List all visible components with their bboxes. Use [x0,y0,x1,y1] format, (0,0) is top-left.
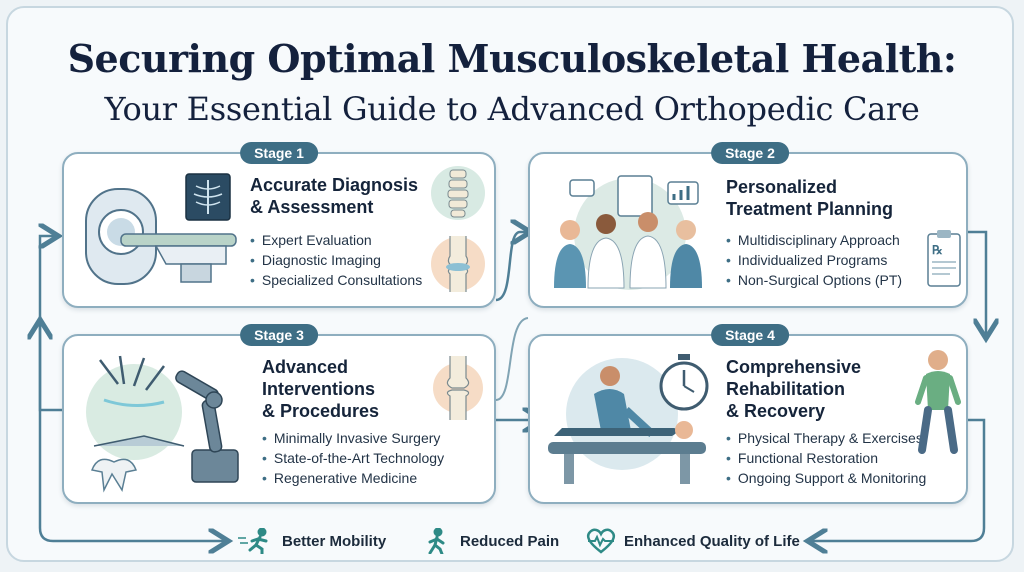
arrow-stage1-to-stage2 [495,232,528,302]
outcome-label: Better Mobility [282,532,387,550]
stage-4-title: Comprehensive Rehabilitation & Recovery [726,357,862,421]
prescription-clipboard-icon: ℞ [927,230,961,287]
medical-team-icon [554,175,702,290]
stage-2-title: Personalized Treatment Planning [726,177,894,219]
stage-4-card: Stage 4 Comprehensive Rehabilitation & R… [528,324,968,504]
stage-2-bullet: Non-Surgical Options (PT) [726,270,902,290]
surgical-robot-icon [86,355,239,493]
stage-3-bullets: Minimally Invasive Surgery State-of-the-… [262,428,444,488]
main-title: Securing Optimal Musculoskeletal Health: [67,36,957,81]
stage-3-badge: Stage 3 [240,324,318,346]
arrow-stage2-to-stage4 [968,230,986,336]
stage-2-bullets: Multidisciplinary Approach Individualize… [726,230,902,290]
stage-4-bullet: Physical Therapy & Exercises [726,428,926,448]
xray-icon [185,173,231,221]
stage-2-bullet: Individualized Programs [726,250,902,270]
arrow-to-outcomes-right [810,418,986,541]
physical-therapy-icon [548,358,706,484]
stage-3-bullet: State-of-the-Art Technology [262,448,444,468]
stage-3-title: Advanced Interventions & Procedures [262,357,380,421]
stage-3-card: Stage 3 Advanced Interventions & Procedu… [62,324,496,504]
stage-3-bullet: Regenerative Medicine [262,468,444,488]
stage-1-badge: Stage 1 [240,142,318,164]
stage-4-badge: Stage 4 [711,324,789,346]
stopwatch-icon [659,354,709,411]
stage-2-card: Stage 2 Personalized Treatment Planning … [528,142,968,308]
outcome-reduced-pain: Reduced Pain [420,528,559,554]
stage-1-title: Accurate Diagnosis & Assessment [250,175,419,217]
knee-bone-icon [433,356,483,420]
outcome-label: Reduced Pain [460,532,560,550]
stage-1-bullet: Expert Evaluation [250,230,422,250]
outcome-quality-of-life: Enhanced Quality of Life [584,528,800,554]
stage-4-bullet: Ongoing Support & Monitoring [726,468,926,488]
arrow-to-outcomes-left [38,420,226,541]
outcome-better-mobility: Better Mobility [236,528,386,554]
stage-4-bullet: Functional Restoration [726,448,926,468]
heartbeat-icon [586,528,616,554]
mri-scanner-icon [85,188,237,285]
knee-joint-icon [431,236,485,292]
arrow-stage3-up [495,317,529,401]
subtitle: Your Essential Guide to Advanced Orthope… [104,90,920,128]
stage-1-bullet: Specialized Consultations [250,270,422,290]
walking-patient-icon [915,350,961,454]
svg-text:℞: ℞ [932,243,943,257]
outcome-label: Enhanced Quality of Life [624,532,800,550]
stage-1-bullets: Expert Evaluation Diagnostic Imaging Spe… [250,230,422,290]
stage-4-bullets: Physical Therapy & Exercises Functional … [726,428,926,488]
walking-person-icon [428,528,445,554]
stage-3-bullet: Minimally Invasive Surgery [262,428,444,448]
arrow-stage3-to-stage1 [40,236,62,412]
stage-2-badge: Stage 2 [711,142,789,164]
stage-2-bullet: Multidisciplinary Approach [726,230,902,250]
stage-1-card: Stage 1 Accurate Diagnosis & Assessment … [62,142,496,308]
dental-implant-icon [90,458,138,493]
running-person-icon [238,528,268,554]
stage-1-bullet: Diagnostic Imaging [250,250,422,270]
spine-icon [431,166,485,220]
